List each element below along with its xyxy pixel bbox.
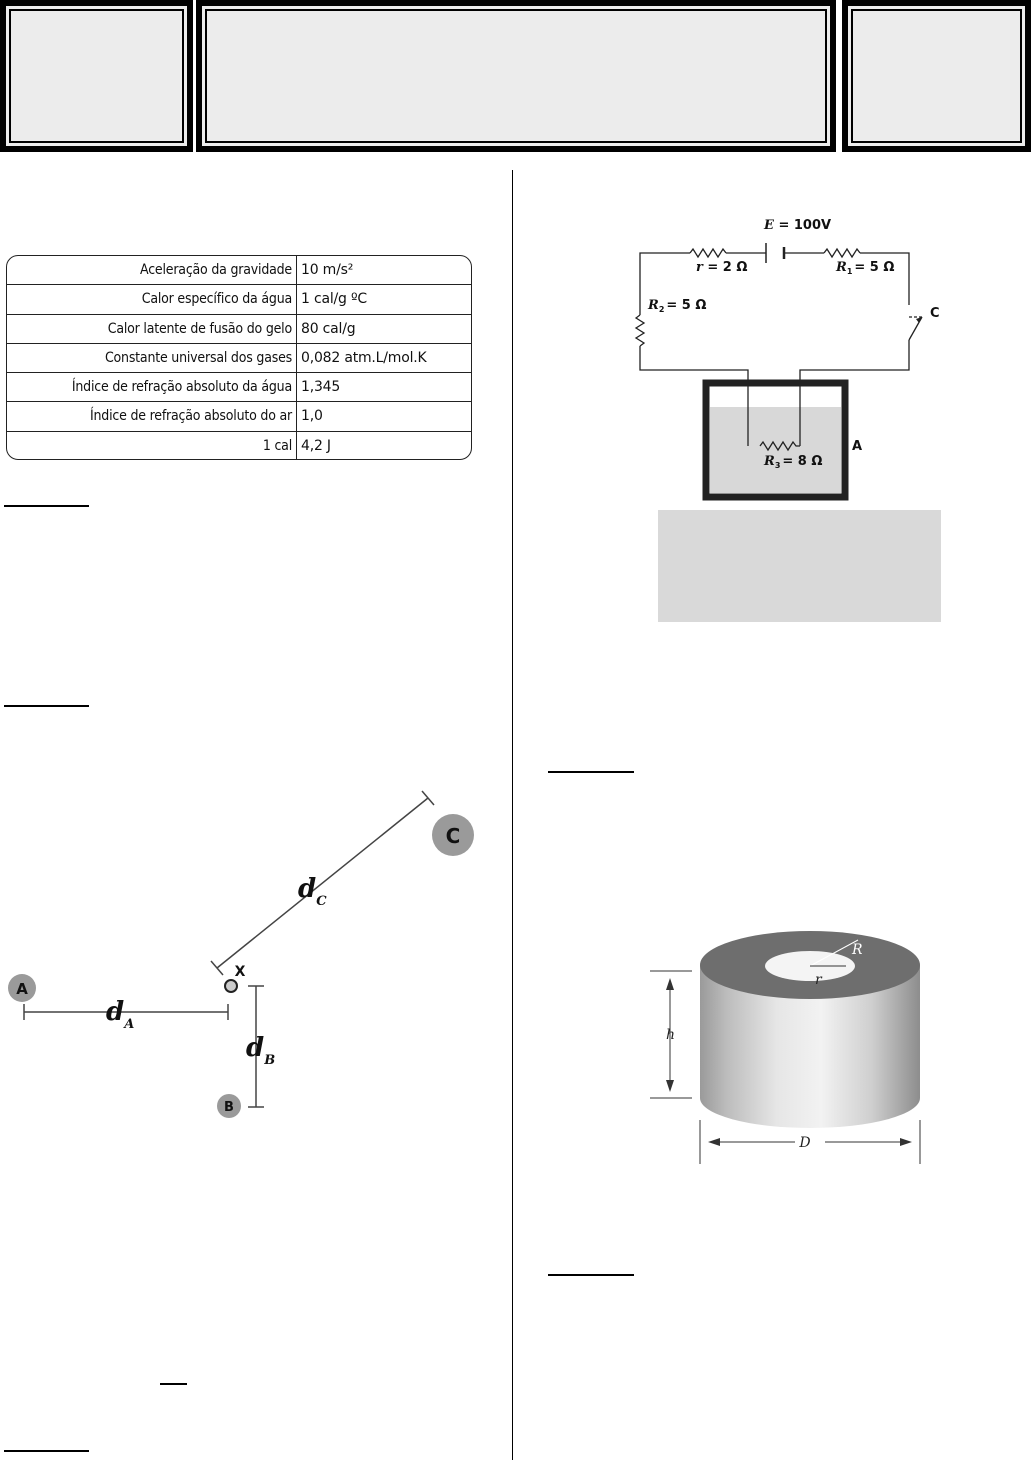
distance-a-symbol: d: [106, 997, 124, 1027]
r2-subscript: 2: [659, 305, 665, 314]
constant-label: Índice de refração absoluto do ar: [7, 402, 297, 431]
distance-b-symbol: d: [246, 1033, 264, 1063]
r2-symbol: R: [647, 298, 659, 313]
charge-b: [217, 1094, 241, 1118]
constant-label: Aceleração da gravidade: [7, 256, 297, 285]
internal-resistance-value: = 2 Ω: [707, 260, 747, 275]
circuit-diagram: C A E = 100V r = 2 Ω R1= 5 Ω R2= 5 Ω R3=…: [634, 218, 940, 501]
internal-resistance-symbol: r: [696, 260, 704, 275]
constant-value: 10 m/s²: [301, 262, 354, 278]
table-row: Índice de refração absoluto da água 1,34…: [7, 373, 471, 403]
fraction-bar: [160, 1383, 187, 1385]
table-row: Aceleração da gravidade 10 m/s²: [7, 256, 471, 286]
distance-c-label: dC: [298, 874, 327, 909]
charges-figure: C A B X dC dA dB: [8, 790, 474, 1118]
header-box-right: [842, 0, 1031, 152]
constant-label: Calor específico da água: [7, 285, 297, 314]
emf-symbol: E: [763, 218, 775, 233]
r3-label: R3= 8 Ω: [763, 454, 822, 470]
point-x: [224, 979, 238, 993]
r1-subscript: 1: [847, 267, 853, 276]
r3-subscript: 3: [775, 461, 781, 470]
charge-c: [432, 814, 474, 856]
constant-label: Calor latente de fusão do gelo: [7, 314, 297, 343]
table-row: Constante universal dos gases 0,082 atm.…: [7, 343, 471, 374]
inner-radius-label: r: [815, 972, 823, 988]
diameter-label: D: [798, 1135, 810, 1151]
distance-c-symbol: d: [298, 874, 316, 904]
r2-value: = 5 Ω: [666, 298, 706, 313]
internal-resistance-label: r = 2 Ω: [696, 260, 747, 275]
r3-symbol: R: [763, 454, 775, 469]
container-label: A: [852, 439, 862, 454]
table-row: Calor específico da água 1 cal/g ºC: [7, 285, 471, 315]
r1-value: = 5 Ω: [854, 260, 894, 275]
constant-label: Constante universal dos gases: [7, 343, 297, 373]
hollow-cylinder-figure: R r h D: [650, 931, 921, 1164]
constant-value: 1,345: [301, 379, 341, 396]
charge-b-label: B: [224, 1100, 234, 1115]
table-row: Calor latente de fusão do gelo 80 cal/g: [7, 314, 471, 344]
question-heading-rule: [4, 705, 89, 707]
point-x-label: X: [235, 964, 246, 980]
distance-a-subscript: A: [122, 1017, 134, 1032]
constant-label: 1 cal: [7, 431, 297, 459]
constant-label: Índice de refração absoluto da água: [7, 373, 297, 402]
distance-b-label: dB: [246, 1033, 275, 1068]
r1-symbol: R: [835, 260, 847, 275]
distance-c-subscript: C: [316, 894, 327, 909]
header-box-center: [196, 0, 836, 152]
emf-label: E = 100V: [763, 218, 831, 233]
question-heading-rule: [548, 771, 634, 773]
charge-a-label: A: [16, 980, 28, 998]
answer-box: [658, 510, 941, 622]
distance-a-label: dA: [106, 997, 134, 1032]
switch-label: C: [930, 306, 940, 321]
table-row: Índice de refração absoluto do ar 1,0: [7, 402, 471, 432]
question-heading-rule: [4, 505, 89, 507]
constant-value: 1 cal/g ºC: [301, 291, 367, 308]
constant-value: 80 cal/g: [301, 320, 356, 337]
constants-table: Aceleração da gravidade 10 m/s² Calor es…: [6, 255, 472, 460]
charge-c-label: C: [446, 824, 461, 848]
question-heading-rule: [548, 1274, 634, 1276]
constant-value: 4,2 J: [301, 437, 331, 454]
r1-label: R1= 5 Ω: [835, 260, 894, 276]
header-box-left: [0, 0, 193, 152]
column-divider: [512, 170, 513, 1460]
question-heading-rule: [4, 1450, 89, 1452]
outer-radius-label: R: [851, 942, 863, 958]
height-label: h: [666, 1027, 675, 1043]
constant-value: 1,0: [301, 408, 323, 425]
table-row: 1 cal 4,2 J: [7, 431, 471, 459]
r3-value: = 8 Ω: [782, 454, 822, 469]
distance-b-subscript: B: [263, 1053, 275, 1068]
emf-value: = 100V: [778, 218, 831, 233]
constant-value: 0,082 atm.L/mol.K: [301, 349, 427, 366]
r2-label: R2= 5 Ω: [647, 298, 706, 314]
charge-a: [8, 974, 36, 1002]
